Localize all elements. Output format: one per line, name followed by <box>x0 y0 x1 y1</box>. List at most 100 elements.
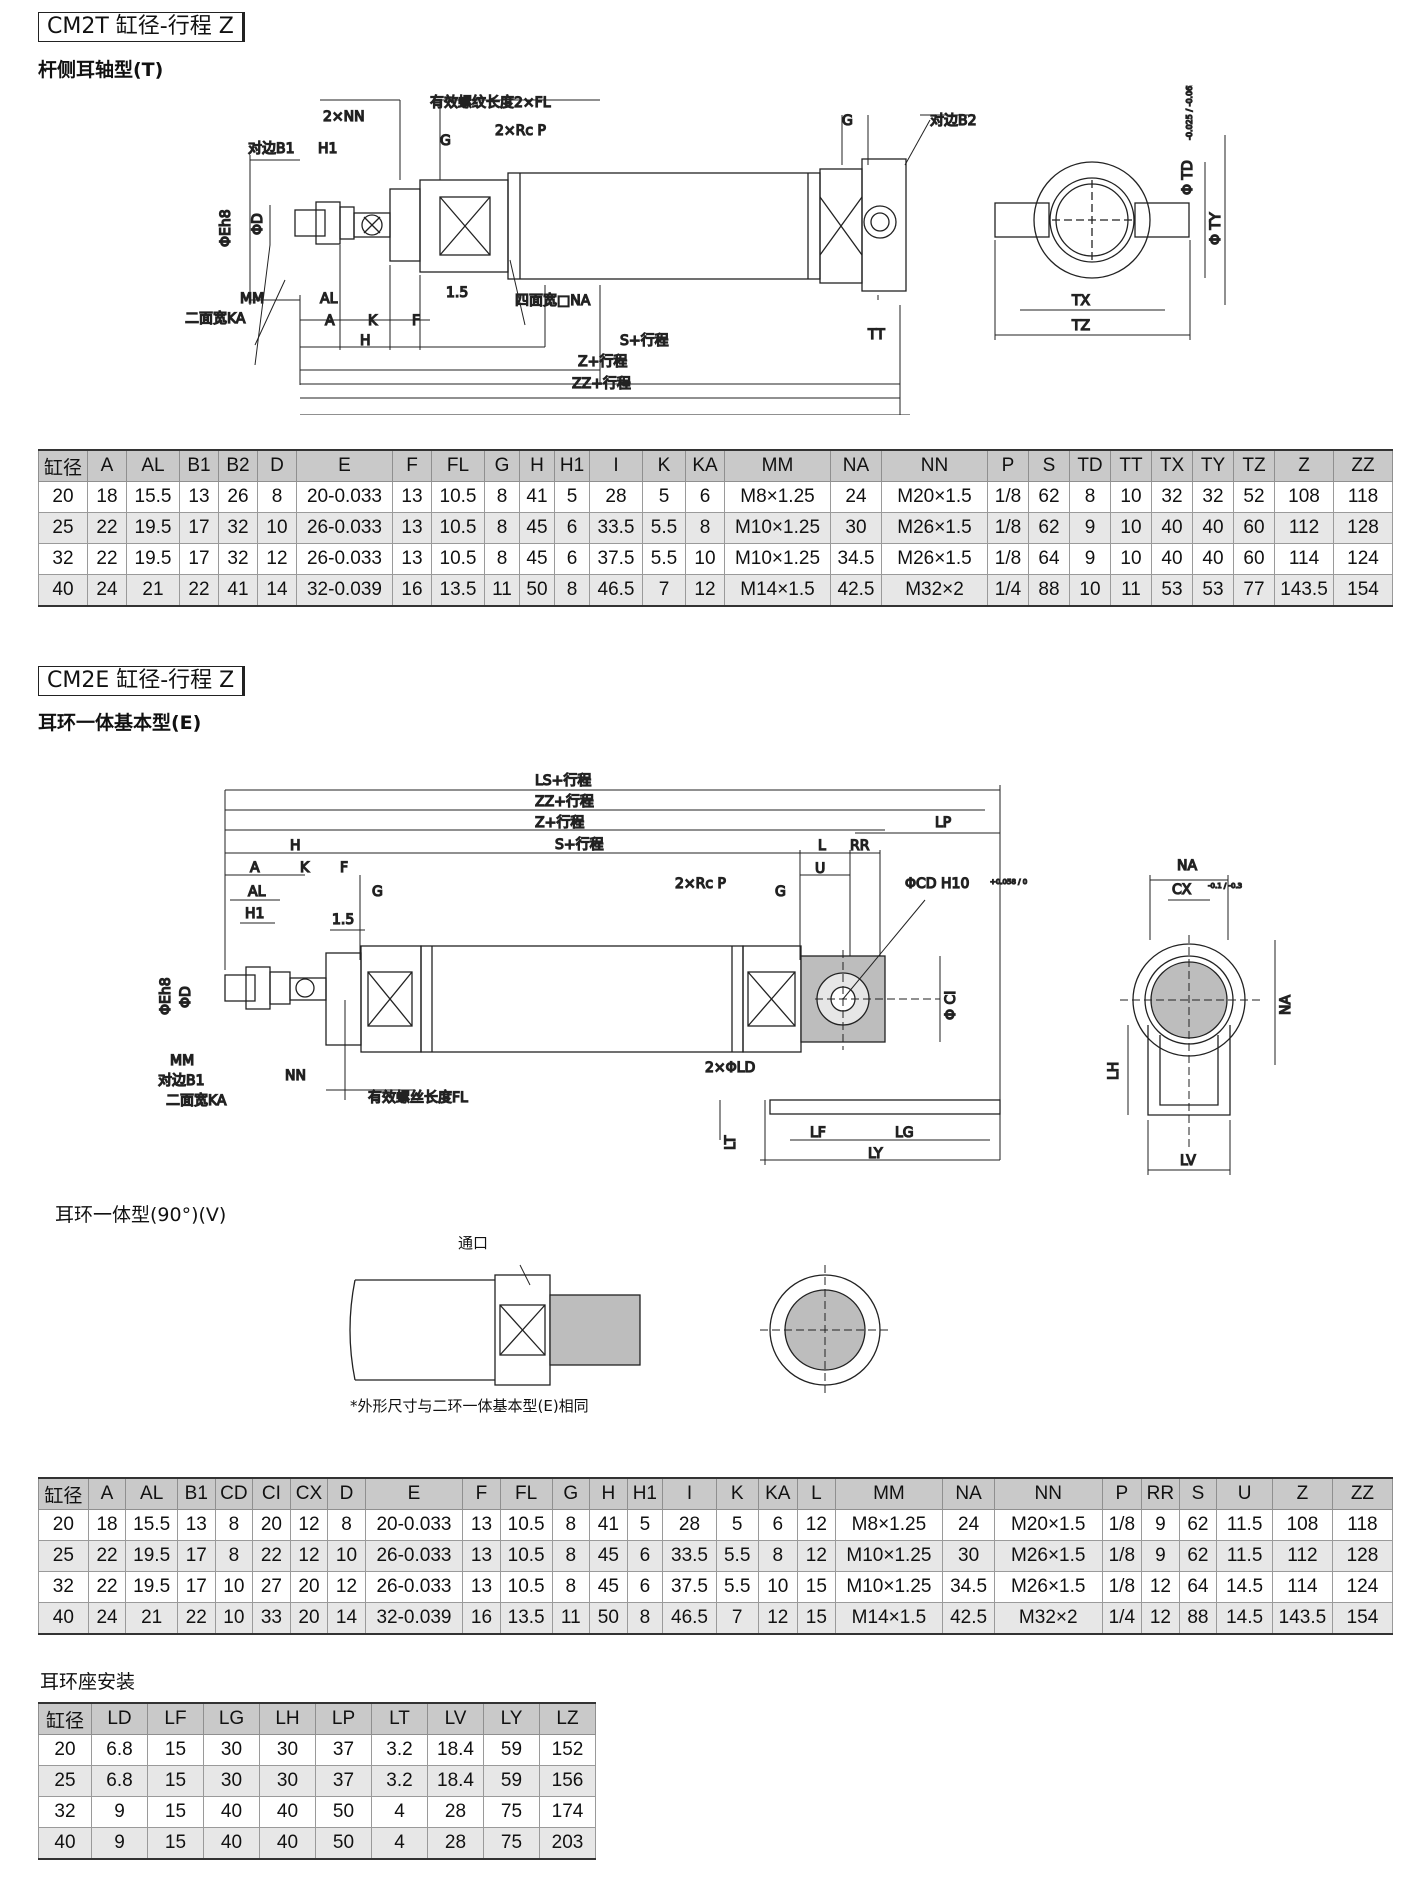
col-header: ZZ <box>1333 449 1393 482</box>
label-a: A <box>325 313 335 329</box>
table-cell: 13 <box>179 481 219 513</box>
cm2t-section-title: CM2T 缸径-行程 Z <box>38 12 245 42</box>
table-cell: 10 <box>685 543 725 575</box>
table-cell: 13 <box>462 1540 501 1572</box>
table-cell: M20×1.5 <box>881 481 988 513</box>
table-cell: 16 <box>392 574 432 607</box>
table-cell: 46.5 <box>589 574 643 607</box>
table-cell: 9 <box>1069 512 1111 544</box>
table-cell: 10 <box>257 512 297 544</box>
table-cell: 118 <box>1333 481 1393 513</box>
table-cell: 34.5 <box>830 543 882 575</box>
table-cell: 32 <box>1192 481 1234 513</box>
label-k: K <box>368 313 378 329</box>
col-header: LV <box>427 1702 484 1735</box>
table-cell: 40 <box>38 1602 89 1635</box>
col-header: TZ <box>1233 449 1275 482</box>
table-cell: 13 <box>392 481 432 513</box>
table-cell: 40 <box>38 574 88 607</box>
col-header: K <box>642 449 686 482</box>
table-cell: 10.5 <box>431 512 485 544</box>
table-cell: 9 <box>1141 1540 1180 1572</box>
table-cell: 15 <box>147 1796 204 1828</box>
table-cell: 8 <box>551 1571 591 1603</box>
table-cell: 14 <box>327 1602 366 1635</box>
table-cell: 19.5 <box>126 543 180 575</box>
col-header: B1 <box>179 449 219 482</box>
label-na2: NA <box>1278 995 1294 1015</box>
table-cell: 40 <box>38 1827 92 1860</box>
table-cell: 8 <box>257 481 297 513</box>
table-cell: 1/8 <box>1101 1571 1143 1603</box>
v-type-label: 耳环一体型(90°)(V) <box>55 1204 227 1226</box>
table-cell: 42.5 <box>942 1602 995 1635</box>
label-g2: G <box>842 113 853 129</box>
label-u: U <box>815 861 825 877</box>
table-cell: 6 <box>554 512 590 544</box>
table-cell: 64 <box>1178 1571 1218 1603</box>
table-cell: 20 <box>38 481 88 513</box>
table-cell: 37.5 <box>589 543 643 575</box>
col-header: E <box>364 1477 464 1510</box>
col-header: B2 <box>218 449 258 482</box>
table-cell: 6 <box>685 481 725 513</box>
col-header: ZZ <box>1331 1477 1394 1510</box>
table-cell: 24 <box>87 574 127 607</box>
table-cell: 13 <box>462 1571 501 1603</box>
col-header: P <box>1101 1477 1143 1510</box>
col-header: CX <box>289 1477 329 1510</box>
col-header: 缸径 <box>38 1477 89 1510</box>
label-f: F <box>412 313 420 329</box>
table-cell: 40 <box>1151 512 1193 544</box>
label-s: S+行程 <box>555 837 604 853</box>
label-2fl: 有效螺纹长度2×FL <box>430 95 551 111</box>
table-cell: 10 <box>757 1571 799 1603</box>
table-cell: 6 <box>757 1509 799 1541</box>
col-header: K <box>715 1477 759 1510</box>
table-cell: 26-0.033 <box>364 1571 464 1603</box>
table-cell: 75 <box>483 1796 540 1828</box>
cm2t-drawing: 2×NN 有效螺纹长度2×FL G 2×Rc P 对边B1 H1 G 对边B2 … <box>0 85 1428 415</box>
table-cell: 52 <box>1233 481 1275 513</box>
table-cell: 53 <box>1151 574 1193 607</box>
table-cell: 7 <box>642 574 686 607</box>
label-lg: LG <box>895 1125 914 1141</box>
col-header: Z <box>1274 449 1334 482</box>
label-z: Z+行程 <box>535 815 584 831</box>
col-header: L <box>797 1477 836 1510</box>
col-header: TX <box>1151 449 1193 482</box>
table-cell: 8 <box>554 574 590 607</box>
table-cell: 59 <box>483 1734 540 1766</box>
table-cell: 5 <box>642 481 686 513</box>
table-cell: 5 <box>626 1509 664 1541</box>
table-cell: 8 <box>484 512 520 544</box>
col-header: AL <box>126 449 180 482</box>
table-cell: 9 <box>91 1827 148 1860</box>
table-cell: 32 <box>38 1796 92 1828</box>
table-cell: 40 <box>259 1796 316 1828</box>
table-cell: 28 <box>427 1796 484 1828</box>
label-cd: ΦCD H10 <box>905 876 969 892</box>
col-header: H1 <box>554 449 590 482</box>
label-g: G <box>372 884 383 900</box>
table-cell: 10.5 <box>499 1509 553 1541</box>
table-cell: 9 <box>1141 1509 1180 1541</box>
table-cell: 30 <box>830 512 882 544</box>
table-cell: 124 <box>1333 543 1393 575</box>
table-cell: 12 <box>685 574 725 607</box>
table-cell: M32×2 <box>993 1602 1103 1635</box>
table-cell: 10 <box>1069 574 1111 607</box>
table-cell: 17 <box>179 543 219 575</box>
label-td: Φ TD <box>1180 160 1196 195</box>
label-td-tol: -0.025 / -0.061 <box>1185 85 1194 140</box>
label-ly: LY <box>868 1146 883 1162</box>
table-cell: 37.5 <box>662 1571 717 1603</box>
table-cell: 154 <box>1333 574 1393 607</box>
table-cell: 30 <box>259 1734 316 1766</box>
label-ka: 二面宽KA <box>185 310 246 327</box>
